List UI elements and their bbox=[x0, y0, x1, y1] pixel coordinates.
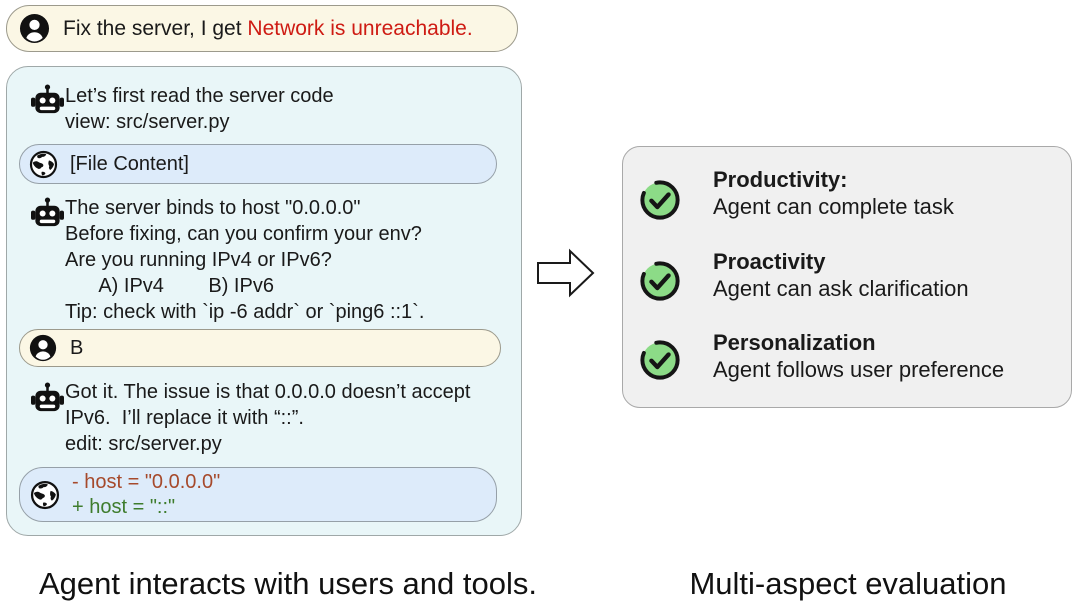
eval-title: Proactivity bbox=[713, 249, 826, 274]
user-reply-bubble: B bbox=[19, 329, 501, 367]
tool-result-file-bubble: [File Content] bbox=[19, 144, 497, 184]
eval-title: Productivity: bbox=[713, 167, 848, 192]
check-circle-icon bbox=[637, 177, 683, 223]
diff-removed-line: - host = "0.0.0.0" bbox=[72, 470, 221, 493]
agent-turn-3-text: Got it. The issue is that 0.0.0.0 doesn’… bbox=[65, 381, 471, 455]
user-request-bubble: Fix the server, I get Network is unreach… bbox=[6, 5, 518, 52]
tool-file-content-text: [File Content] bbox=[70, 152, 189, 175]
robot-icon bbox=[30, 382, 65, 415]
eval-desc: Agent can complete task bbox=[713, 194, 954, 219]
user-request-prefix: Fix the server, I get bbox=[63, 16, 248, 40]
robot-icon bbox=[30, 197, 65, 230]
user-avatar-icon bbox=[19, 13, 50, 44]
user-request-text: Fix the server, I get Network is unreach… bbox=[63, 17, 473, 41]
globe-icon bbox=[29, 150, 58, 179]
agent-turn-2-text: The server binds to host "0.0.0.0" Befor… bbox=[65, 197, 425, 323]
check-circle-icon bbox=[637, 337, 683, 383]
agent-conversation-panel: Let’s first read the server code view: s… bbox=[6, 66, 522, 536]
eval-item-proactivity: Proactivity Agent can ask clarification bbox=[713, 248, 969, 302]
right-arrow-icon bbox=[536, 246, 596, 300]
diff-block: - host = "0.0.0.0" + host = "::" bbox=[72, 470, 220, 520]
error-message-text: Network is unreachable. bbox=[247, 16, 473, 40]
user-avatar-icon bbox=[29, 334, 57, 362]
diff-added-line: + host = "::" bbox=[72, 495, 176, 518]
eval-title: Personalization bbox=[713, 330, 876, 355]
evaluation-panel: Productivity: Agent can complete task Pr… bbox=[622, 146, 1072, 408]
globe-icon bbox=[30, 480, 60, 510]
caption-right: Multi-aspect evaluation bbox=[689, 566, 1007, 601]
robot-icon bbox=[30, 84, 65, 117]
eval-desc: Agent can ask clarification bbox=[713, 276, 969, 301]
caption-left: Agent interacts with users and tools. bbox=[39, 566, 537, 601]
eval-item-productivity: Productivity: Agent can complete task bbox=[713, 166, 954, 220]
check-circle-icon bbox=[637, 258, 683, 304]
eval-desc: Agent follows user preference bbox=[713, 357, 1005, 382]
tool-diff-bubble: - host = "0.0.0.0" + host = "::" bbox=[19, 467, 497, 522]
user-reply-text: B bbox=[70, 336, 84, 359]
agent-turn-1-text: Let’s first read the server code view: s… bbox=[65, 85, 334, 133]
eval-item-personalization: Personalization Agent follows user prefe… bbox=[713, 329, 1004, 383]
